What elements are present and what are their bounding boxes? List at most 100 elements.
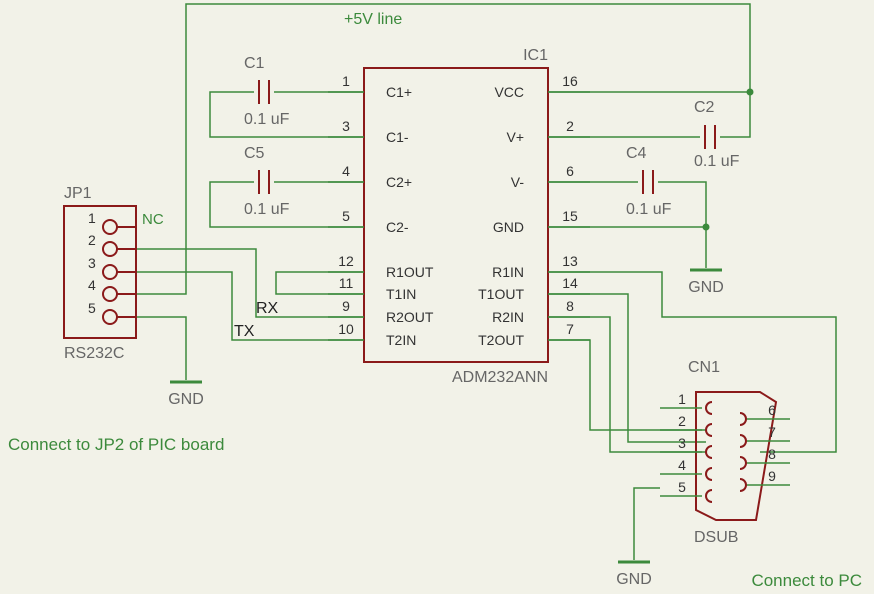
capacitor-name: C1	[244, 55, 265, 72]
dsub-pin-number: 2	[678, 413, 686, 429]
dsub-pin-contact	[739, 478, 747, 492]
jp1: JP1 RS232C NC 1 2 3 4 5	[63, 185, 164, 362]
ic1-pin-number: 8	[566, 298, 574, 314]
wire-c2-right	[720, 92, 751, 138]
jp1-pin-number: 1	[88, 210, 96, 226]
wire-rx	[118, 248, 364, 318]
gnd-symbol-dsub: GND	[616, 560, 652, 588]
jp1-name: JP1	[64, 185, 92, 202]
dsub-pin-contact	[705, 489, 713, 503]
capacitor-c1: C1 0.1 uF	[244, 55, 290, 128]
note-right: Connect to PC	[751, 571, 862, 590]
jp1-pin-number: 3	[88, 255, 96, 271]
ic1-pin-name: VCC	[494, 84, 524, 100]
wire-jp1-gnd	[118, 316, 187, 380]
ic1-pin-number: 1	[342, 73, 350, 89]
dsub-pin-number: 8	[768, 446, 776, 462]
ic1-pin-name: C2-	[386, 219, 409, 235]
dsub-pin-number: 4	[678, 457, 686, 473]
dsub-body	[695, 391, 778, 521]
ic1-pin-name: T2OUT	[478, 332, 524, 348]
dsub-pin-contact	[739, 412, 747, 426]
ic1-pin-name: R1IN	[492, 264, 524, 280]
ic1-pin-name: T1OUT	[478, 286, 524, 302]
junction-dot	[746, 88, 754, 96]
capacitor-name: C2	[694, 99, 715, 116]
ic1-pin-number: 13	[562, 253, 578, 269]
ic1-name: IC1	[523, 47, 548, 64]
wire-c4-right	[658, 181, 707, 227]
ic1-pin-name: T2IN	[386, 332, 416, 348]
ic1-pin-number: 5	[342, 208, 350, 224]
capacitor-value: 0.1 uF	[244, 111, 290, 128]
ic1-pin-name: R1OUT	[386, 264, 434, 280]
wire-c5-loop	[209, 181, 364, 228]
ic1-pin-number: 16	[562, 73, 578, 89]
jp1-pin-circle	[102, 241, 118, 257]
capacitor-name: C5	[244, 145, 265, 162]
ic1-pin-number: 10	[338, 321, 354, 337]
ic1-pin-number: 15	[562, 208, 578, 224]
dsub-pin-contact	[739, 456, 747, 470]
ic1-pin-name: C1+	[386, 84, 412, 100]
plus5v-label: +5V line	[344, 11, 402, 28]
dsub-pin-contact	[705, 467, 713, 481]
ic1-pin-number: 4	[342, 163, 350, 179]
ic1-pin-number: 9	[342, 298, 350, 314]
ic1-pin-number: 11	[339, 275, 354, 291]
wires	[118, 3, 837, 560]
ic1-pin-name: C2+	[386, 174, 412, 190]
capacitor-c2: C2 0.1 uF	[694, 99, 740, 170]
dsub-pin-number: 3	[678, 435, 686, 451]
ic1-pin-name: C1-	[386, 129, 409, 145]
wire-c1-loop	[209, 91, 364, 138]
rx-label: RX	[256, 300, 279, 317]
ic1-pin-name: V+	[506, 129, 524, 145]
nc-label: NC	[142, 211, 164, 228]
ic1-pin-number: 7	[566, 321, 574, 337]
jp1-value: RS232C	[64, 345, 124, 362]
ic1-value: ADM232ANN	[452, 369, 548, 386]
dsub-pin-number: 1	[678, 391, 686, 407]
dsub-pin-contact	[739, 434, 747, 448]
ic1-pin-number: 12	[338, 253, 354, 269]
junction-dot	[702, 223, 710, 231]
wire-r1in	[548, 271, 837, 453]
capacitor-value: 0.1 uF	[694, 153, 740, 170]
capacitors: C1 0.1 uF C50.1 uF C2 0.1 uF C40.1 uF	[244, 55, 740, 218]
ic1: IC1 ADM232ANN 1C1+3C1-4C2+5C2-12R1OUT11T…	[328, 47, 590, 386]
ic1-pin-name: R2OUT	[386, 309, 434, 325]
dsub-pin-contact	[705, 445, 713, 459]
ic1-pin-name: R2IN	[492, 309, 524, 325]
gnd-symbol-ic1: GND	[688, 268, 724, 296]
cn1-value: DSUB	[694, 529, 738, 546]
capacitor-name: C4	[626, 145, 647, 162]
ic1-pin-number: 2	[566, 118, 574, 134]
jp1-pin-circle	[102, 264, 118, 280]
wire-dsub-gnd	[633, 487, 660, 560]
capacitor-c4: C40.1 uF	[626, 145, 672, 218]
wire-r2in	[548, 316, 706, 453]
jp1-pin-number: 5	[88, 300, 96, 316]
capacitor-c5: C50.1 uF	[244, 145, 290, 218]
jp1-pin-circle	[102, 219, 118, 235]
ic1-pin-number: 14	[562, 275, 578, 291]
jp1-pin-number: 2	[88, 232, 96, 248]
gnd-symbol-jp1: GND	[168, 380, 204, 408]
ic1-body	[363, 67, 549, 363]
jp1-pin-number: 4	[88, 277, 96, 293]
dsub-pin-contact	[705, 401, 713, 415]
tx-label: TX	[234, 323, 255, 340]
ic1-pins: 1C1+3C1-4C2+5C2-12R1OUT11T1IN9R2OUT10T2I…	[328, 73, 590, 348]
jp1-pins: 1 2 3 4 5	[88, 210, 136, 325]
gnd-label: GND	[616, 571, 652, 588]
wire-tx	[118, 271, 364, 341]
ic1-pin-number: 6	[566, 163, 574, 179]
wire-r1out-t1in	[275, 271, 364, 295]
gnd-label: GND	[688, 279, 724, 296]
dsub-pin-number: 6	[768, 402, 776, 418]
cn1-name: CN1	[688, 359, 720, 376]
